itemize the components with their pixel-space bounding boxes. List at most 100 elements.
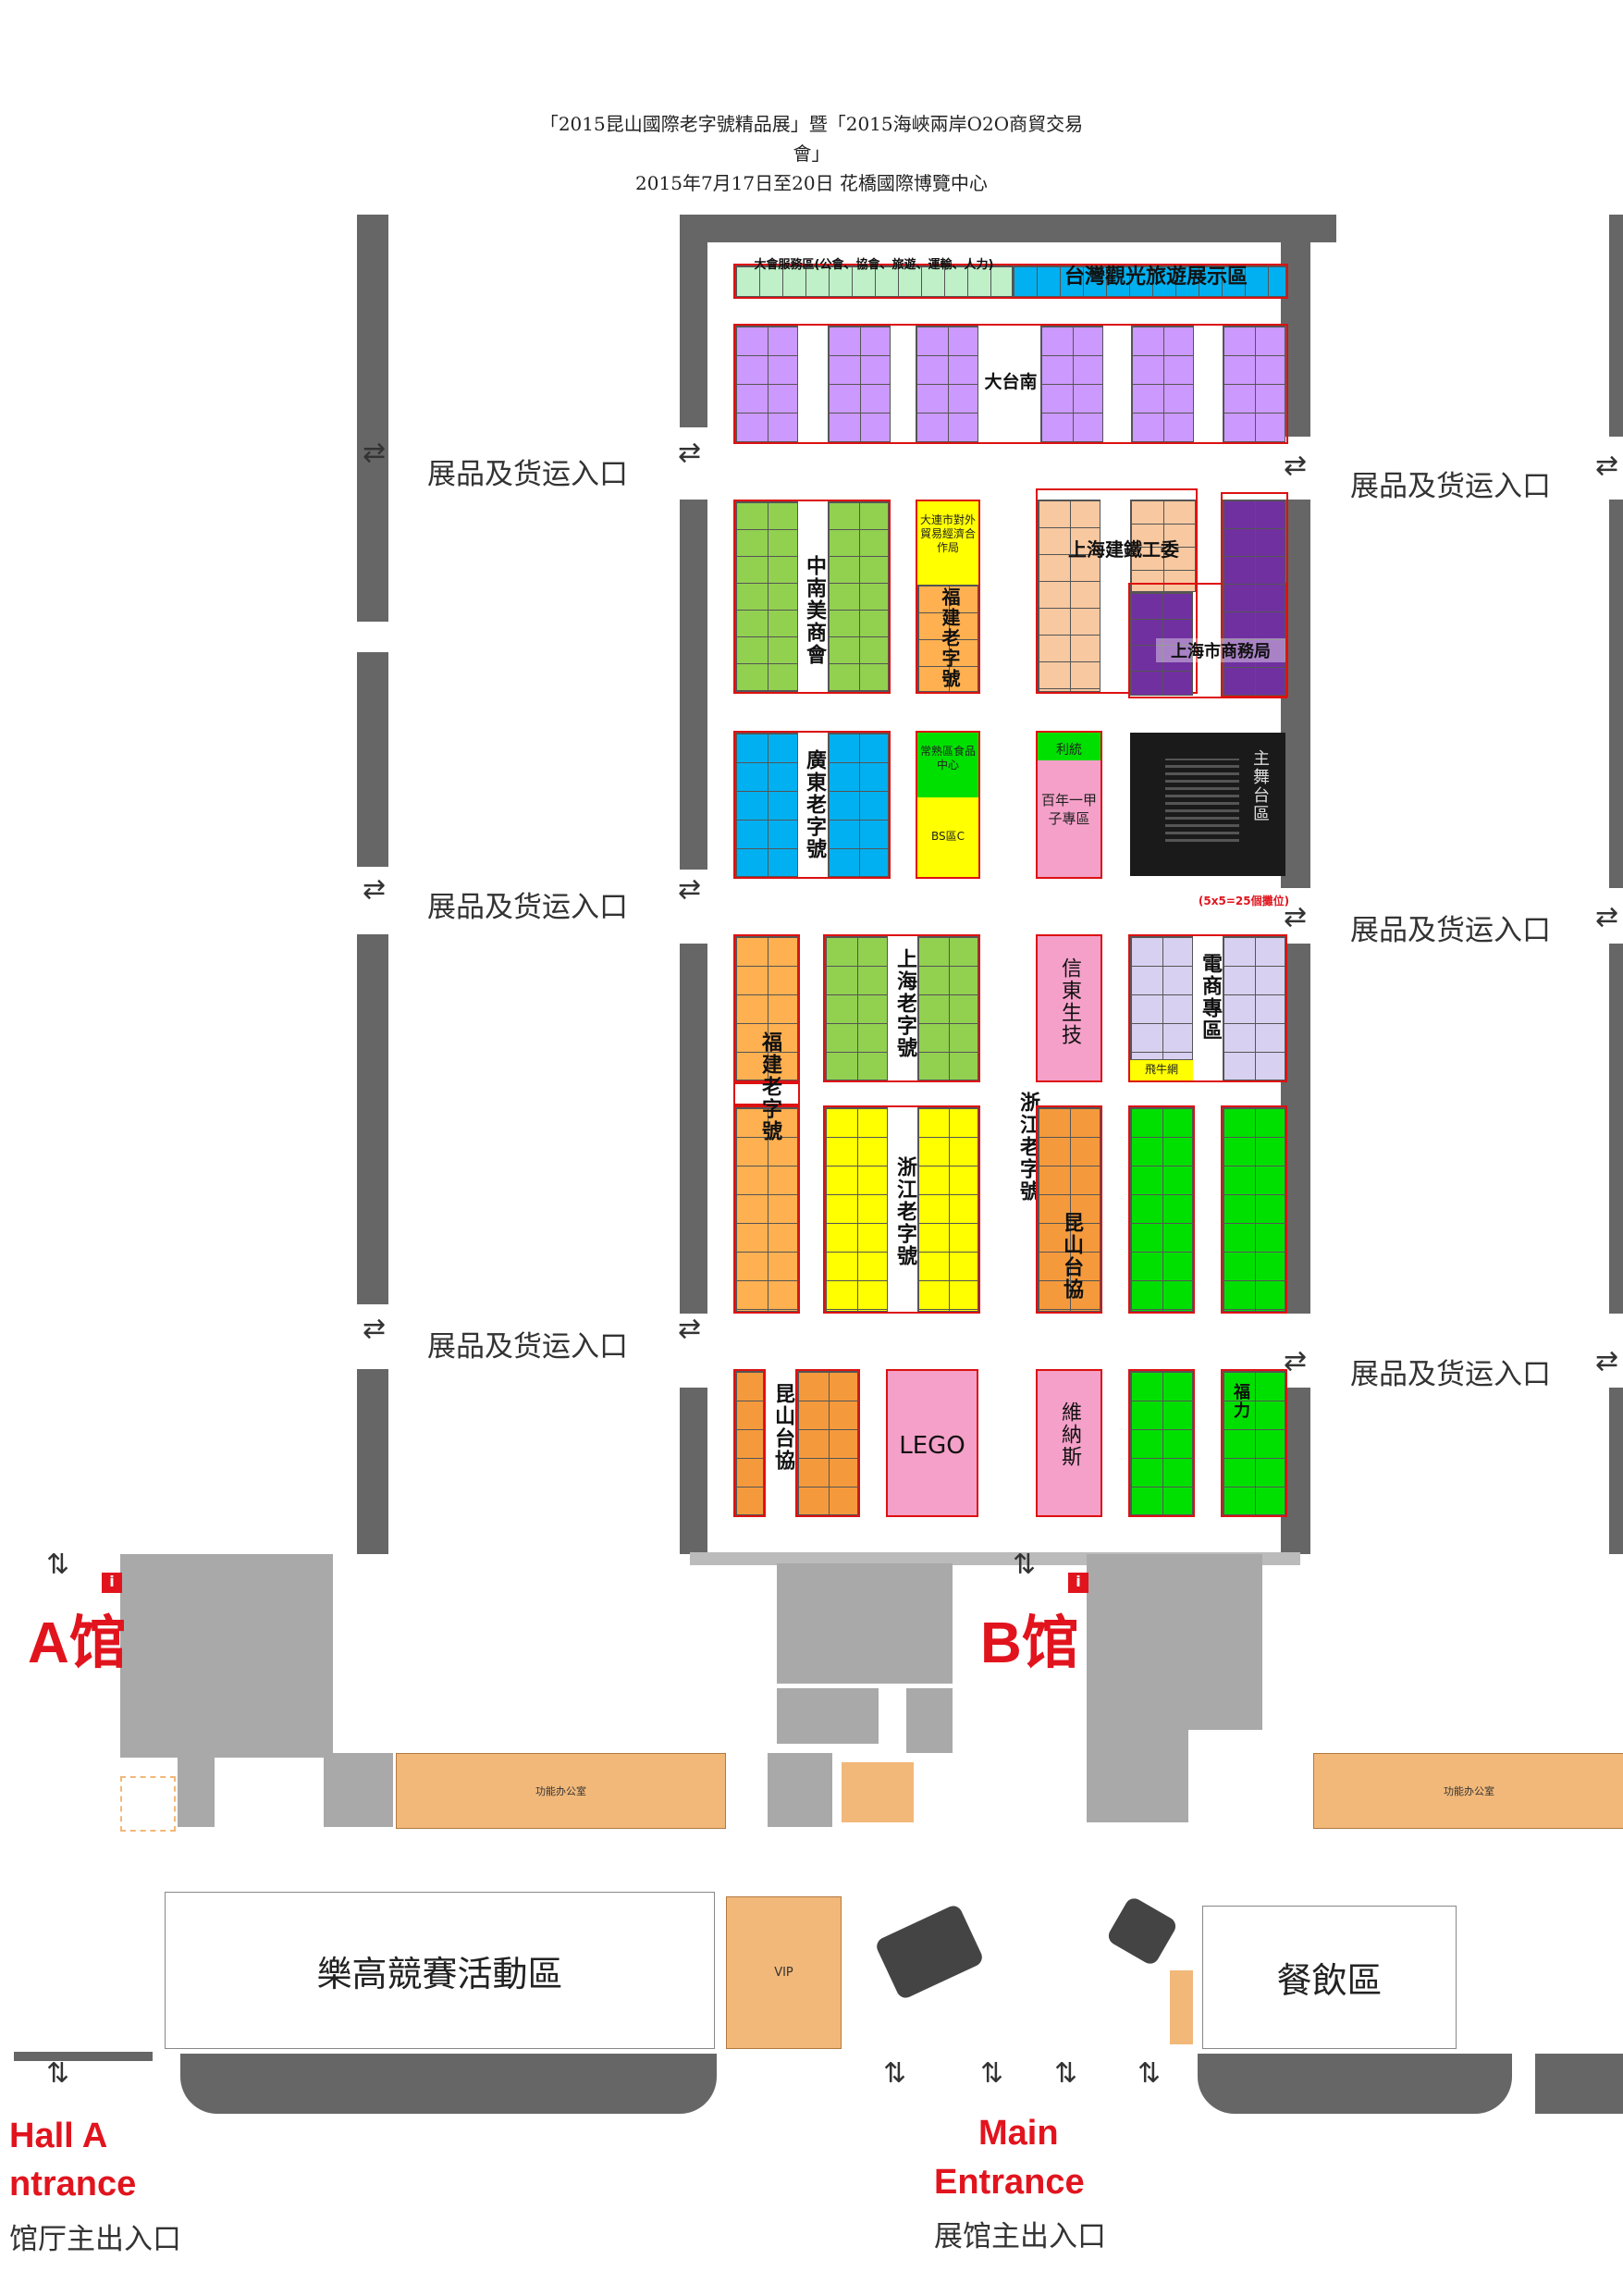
- bottom-wall-far-left: [14, 2052, 153, 2061]
- lego-booth[interactable]: [886, 1369, 978, 1517]
- gray-block: [906, 1688, 953, 1753]
- bainian-label: 百年一甲子專區: [1040, 792, 1097, 827]
- booth-block[interactable]: [1038, 500, 1100, 692]
- dalian-area[interactable]: [917, 501, 978, 585]
- booth-block[interactable]: [735, 1371, 764, 1515]
- gray-block: [1087, 1730, 1188, 1822]
- hall-b-gray-block: [1087, 1554, 1262, 1730]
- booth-block[interactable]: [1223, 326, 1285, 442]
- booth-block[interactable]: [1131, 326, 1194, 442]
- zhongnan-booth[interactable]: [733, 500, 891, 694]
- purple-booth[interactable]: [1221, 492, 1288, 697]
- arrow-icon: ⇅: [1137, 2057, 1162, 2090]
- booth-block[interactable]: [825, 1107, 888, 1312]
- booth-block[interactable]: [916, 326, 978, 442]
- zhejiang-old-booth[interactable]: [823, 1105, 980, 1314]
- left-wall-seg2: [357, 652, 388, 867]
- entry-label-left-3: 展品及货运入口: [427, 1330, 628, 1364]
- stage-seats: [1165, 759, 1239, 842]
- booth-block[interactable]: [735, 1107, 798, 1312]
- dianshang-booth[interactable]: [1128, 934, 1287, 1082]
- vip-area: VIP: [726, 1896, 842, 2049]
- left-wall-seg3: [357, 934, 388, 1304]
- xindong-booth[interactable]: [1036, 934, 1102, 1082]
- restroom-block: [777, 1563, 953, 1684]
- booth-block[interactable]: [828, 501, 889, 692]
- kunshan-taixie2-label: 昆山台協: [771, 1383, 794, 1472]
- booth-block[interactable]: [735, 501, 798, 692]
- booth-row-top[interactable]: [733, 264, 1288, 299]
- dalian-booth[interactable]: [916, 500, 980, 694]
- booth-block[interactable]: [1130, 936, 1193, 1060]
- shanghai-old-booth[interactable]: [823, 934, 980, 1082]
- booth-block[interactable]: [797, 1371, 858, 1515]
- arrow-icon: ⇄: [363, 437, 387, 469]
- shanghai-jianxie-booth[interactable]: [1036, 488, 1198, 694]
- guangdong-booth[interactable]: [733, 731, 891, 879]
- left-wall-seg4: [357, 1369, 388, 1554]
- booth-block[interactable]: [1223, 1371, 1285, 1515]
- main-entrance-en2: Entrance: [934, 2163, 1085, 2202]
- green-booth-1[interactable]: [1128, 1105, 1195, 1314]
- booth-block[interactable]: [1130, 1371, 1193, 1515]
- booth-row-2[interactable]: [733, 324, 1288, 444]
- booth-block[interactable]: [825, 936, 888, 1080]
- booth-block[interactable]: [1130, 1107, 1193, 1312]
- booth-block[interactable]: [1223, 500, 1285, 696]
- arrow-icon: ⇄: [678, 873, 702, 906]
- arrow-icon: ⇄: [363, 873, 387, 906]
- shop-area: [842, 1762, 914, 1822]
- office-area-2: 功能办公室: [1313, 1753, 1623, 1829]
- orange-booth-kunshan[interactable]: [795, 1369, 860, 1517]
- booth-block[interactable]: [917, 1107, 978, 1312]
- fujian-old2-booth-bottom[interactable]: [733, 1105, 800, 1314]
- guangdong-label: 廣東老字號: [803, 749, 826, 860]
- bs-c-area[interactable]: [917, 797, 978, 877]
- fujian-old1-label: 福建老字號: [939, 587, 961, 689]
- weinasi-booth[interactable]: [1036, 1369, 1102, 1517]
- booth-block[interactable]: [735, 733, 798, 877]
- dining-area: 餐飲區: [1202, 1906, 1457, 2049]
- booth-block[interactable]: [828, 733, 889, 877]
- zhongnan-label: 中南美商會: [803, 555, 826, 666]
- li-tong-area[interactable]: [1038, 733, 1100, 760]
- taiwan-tourism-area[interactable]: [1013, 265, 1286, 297]
- booth-block[interactable]: [735, 326, 798, 442]
- feiniu-area[interactable]: [1130, 1060, 1193, 1080]
- booth-block[interactable]: [1130, 500, 1196, 592]
- booth-block[interactable]: [735, 936, 798, 1080]
- changzhi-booth[interactable]: [916, 731, 980, 879]
- fujian-old2-gap[interactable]: [733, 1082, 800, 1105]
- booth-block[interactable]: [828, 326, 891, 442]
- arrow-icon: ⇅: [46, 1549, 70, 1581]
- green-booth-2[interactable]: [1221, 1105, 1287, 1314]
- taiwan-tourism-label: 台灣觀光旅遊展示區: [1064, 265, 1248, 289]
- fuli-booth[interactable]: [1221, 1369, 1287, 1517]
- zhejiang-old2-label: 浙江老字號: [893, 1156, 916, 1267]
- fujian-old2-booth-top[interactable]: [733, 934, 800, 1082]
- kunshan-taixie-booth[interactable]: [1036, 1105, 1102, 1314]
- booth-block[interactable]: [1223, 1107, 1285, 1312]
- entry-label-right-1: 展品及货运入口: [1350, 470, 1551, 503]
- booth-block[interactable]: [917, 936, 978, 1080]
- bainian-area[interactable]: [1038, 760, 1100, 877]
- kunshan-taixie-label: 昆山台協: [1060, 1212, 1083, 1301]
- hall-a-entrance-en1: Hall A: [9, 2117, 108, 2155]
- orange-booth-small[interactable]: [733, 1369, 766, 1517]
- booth-block[interactable]: [1040, 326, 1103, 442]
- green-booth-3[interactable]: [1128, 1369, 1195, 1517]
- booth-block[interactable]: [1130, 592, 1193, 696]
- arrow-icon: ⇅: [46, 2057, 70, 2090]
- title-line-1: 「2015昆山國際老字號精品展」暨「2015海峽兩岸O2O商貿交易: [539, 113, 1084, 135]
- booth-block[interactable]: [917, 585, 978, 692]
- changzhi-area[interactable]: [917, 733, 978, 797]
- hall-b-left-wall3: [680, 944, 707, 1314]
- booth-block[interactable]: [1038, 1107, 1100, 1312]
- far-right-wall3: [1609, 944, 1623, 1314]
- xindong-area[interactable]: [1038, 936, 1100, 1080]
- booth-block[interactable]: [1223, 936, 1285, 1080]
- service-area[interactable]: [735, 265, 1013, 297]
- bainian-booth[interactable]: [1036, 731, 1102, 879]
- seating-area: [873, 1903, 986, 2001]
- hall-a-entrance-en2: ntrance: [9, 2165, 137, 2203]
